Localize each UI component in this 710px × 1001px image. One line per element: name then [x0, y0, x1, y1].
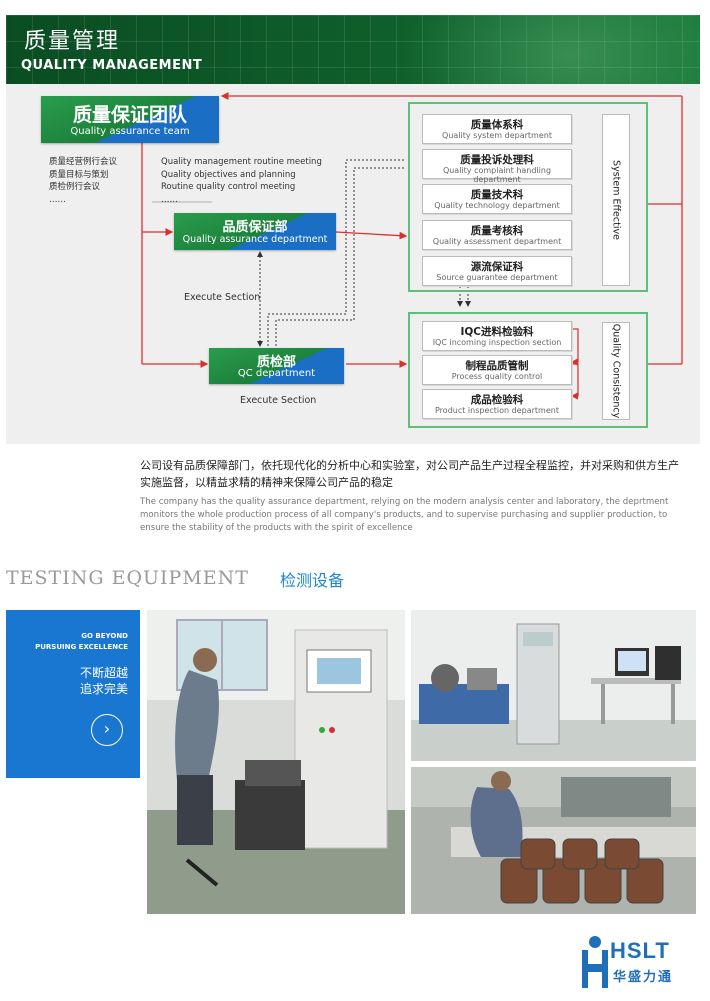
- team-notes-cn: 质量经营例行会议 质量目标与策划 质检例行会议 ……: [49, 156, 117, 206]
- description-cn: 公司设有品质保障部门，依托现代化的分析中心和实验室，对公司产品生产过程全程监控，…: [140, 459, 679, 489]
- system-effective-label-box: System Effective: [602, 114, 630, 286]
- system-item-cn: 质量投诉处理科: [460, 154, 534, 166]
- team-title-en: Quality assurance team: [70, 126, 190, 137]
- quality-consistency-label: Quality Consistency: [610, 323, 622, 419]
- description-en: The company has the quality assurance de…: [140, 497, 669, 533]
- note-cn: ……: [49, 194, 66, 205]
- quality-consistency-panel: IQC进料检验科 IQC incoming inspection section…: [408, 312, 648, 428]
- system-item: 质量技术科 Quality technology department: [422, 184, 572, 214]
- system-item-cn: 质量体系科: [470, 119, 524, 131]
- note-en: ……: [161, 194, 178, 205]
- system-item: 质量体系科 Quality system department: [422, 114, 572, 144]
- execute-label-1: Execute Section: [184, 292, 261, 303]
- note-en: Quality objectives and planning: [161, 169, 296, 180]
- section-title-en: QUALITY MANAGEMENT: [21, 58, 203, 73]
- qa-box-accent: [174, 213, 336, 250]
- diagram-connectors: [141, 92, 683, 400]
- logo-text-cn: 华盛力通: [613, 970, 674, 985]
- system-item-en: Source guarantee department: [436, 273, 558, 282]
- testing-title-en: TESTING EQUIPMENT: [6, 567, 249, 589]
- note-cn: 质量目标与策划: [49, 169, 109, 180]
- slogan-en-line2: PURSUING EXCELLENCE: [35, 643, 128, 651]
- photo-test-bench: [411, 610, 696, 761]
- quality-assurance-team-box: 质量保证团队 Quality assurance team: [41, 96, 219, 143]
- system-item: 质量考核科 Quality assessment department: [422, 220, 572, 250]
- consistency-item: 制程品质管制 Process quality control: [422, 355, 572, 385]
- header-grid-pattern: [6, 15, 700, 84]
- qa-department-box: 品质保证部 Quality assurance department: [174, 213, 336, 250]
- qc-title-en: QC department: [237, 368, 316, 379]
- arrow-team-to-departments: [141, 128, 209, 368]
- qc-box-accent: [209, 348, 344, 384]
- photo-winding-inspection: [411, 767, 696, 914]
- slogan-cn-line1: 不断超越: [79, 666, 128, 680]
- system-effective-label: System Effective: [610, 160, 622, 240]
- qa-title-en: Quality assurance department: [182, 234, 328, 245]
- chevron-right-icon: ›: [103, 719, 111, 738]
- slogan-cn-line2: 追求完美: [79, 682, 128, 696]
- quality-org-diagram: 质量保证团队 Quality assurance team 质量经营例行会议 质…: [6, 84, 700, 444]
- qc-title-cn: 质检部: [256, 355, 296, 370]
- team-box-accent: [41, 96, 219, 143]
- slogan-panel: GO BEYOND PURSUING EXCELLENCE 不断超越 追求完美 …: [6, 610, 140, 778]
- logo-mark: [582, 936, 608, 988]
- system-item-cn: 质量技术科: [470, 189, 524, 201]
- system-item-en: Quality system department: [442, 131, 552, 140]
- header-glow: [400, 15, 700, 84]
- consistency-item-en: Product inspection department: [435, 406, 559, 415]
- system-item: 源流保证科 Source guarantee department: [422, 256, 572, 286]
- note-cn: 质量经营例行会议: [49, 157, 118, 167]
- photo-test-bench-illustration: [411, 610, 696, 761]
- team-notes-en: Quality management routine meeting Quali…: [161, 156, 322, 206]
- consistency-item-en: Process quality control: [451, 372, 543, 381]
- photo-balancing-machine-illustration: [147, 610, 405, 914]
- consistency-item-en: IQC incoming inspection section: [432, 338, 562, 347]
- note-cn: 质检例行会议: [49, 182, 101, 192]
- consistency-item-cn: 制程品质管制: [465, 360, 529, 372]
- system-item: 质量投诉处理科 Quality complaint handling depar…: [422, 149, 572, 184]
- system-item-cn: 源流保证科: [470, 261, 524, 273]
- qa-title-cn: 品质保证部: [222, 220, 288, 235]
- note-en: Quality management routine meeting: [161, 157, 322, 167]
- consistency-item-cn: IQC进料检验科: [460, 326, 534, 338]
- consistency-item: 成品检验科 Product inspection department: [422, 389, 572, 419]
- system-item-cn: 质量考核科: [470, 225, 524, 237]
- company-logo: [580, 932, 706, 992]
- system-item-en: Quality technology department: [434, 201, 560, 210]
- arrow-qa-to-system: [335, 231, 408, 240]
- photo-winding-inspection-illustration: [411, 767, 696, 914]
- photo-balancing-machine: [147, 610, 405, 914]
- next-button[interactable]: ›: [91, 714, 123, 746]
- system-effective-panel: 质量体系科 Quality system department 质量投诉处理科 …: [408, 102, 648, 292]
- consistency-item-cn: 成品检验科: [470, 394, 524, 406]
- logo-text-en: HSLT: [610, 938, 670, 963]
- slogan-en-line1: GO BEYOND: [81, 632, 128, 640]
- qc-department-box: 质检部 QC department: [209, 348, 344, 384]
- consistency-item: IQC进料检验科 IQC incoming inspection section: [422, 321, 572, 351]
- testing-title-cn: 检测设备: [280, 571, 345, 590]
- section-title-cn: 质量管理: [24, 29, 121, 54]
- section-header: 质量管理 QUALITY MANAGEMENT: [6, 15, 700, 84]
- system-item-en: Quality assessment department: [432, 237, 562, 246]
- note-en: Routine quality control meeting: [161, 182, 296, 192]
- arrow-feedback-loop: [220, 92, 683, 365]
- system-item-en: Quality complaint handling department: [442, 166, 552, 184]
- execute-label-2: Execute Section: [240, 395, 317, 406]
- quality-consistency-label-box: Quality Consistency: [602, 322, 630, 420]
- team-title-cn: 质量保证团队: [72, 104, 187, 126]
- consistency-flow-arrows: [570, 328, 579, 400]
